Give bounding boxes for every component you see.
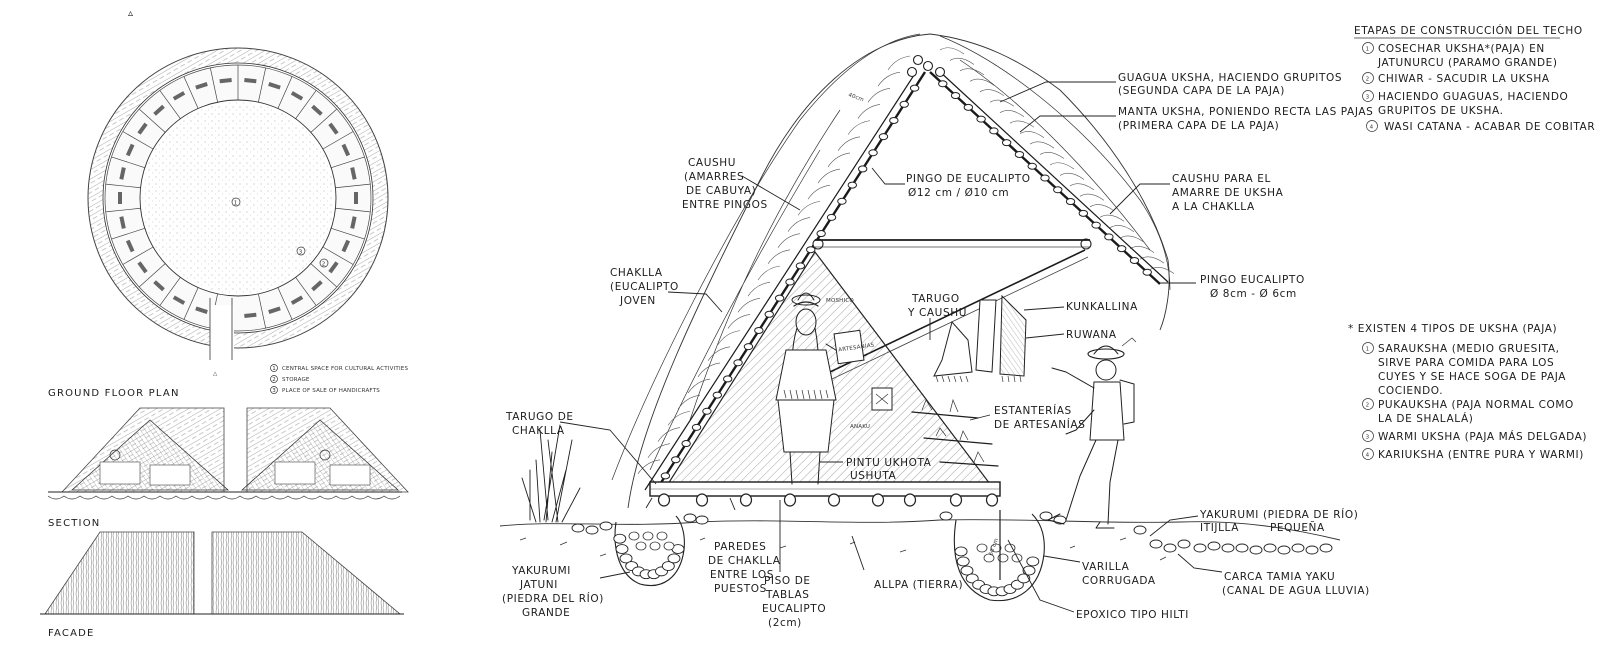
label-yakurumi-jatuni: YAKURUMI JATUNI (PIEDRA DEL RÍO) GRANDE [502, 565, 608, 619]
label-chaklla: CHAKLLA (EUCALIPTO JOVEN [610, 267, 683, 307]
label-anaku: ANAKU [850, 424, 870, 430]
etapa-1: COSECHAR UKSHA*(PAJA) EN JATUNURCU (PARA… [1377, 43, 1558, 69]
label-tarugo-caushu: TARUGO Y CAUSHU [907, 293, 967, 319]
small-section: SECTION [47, 407, 409, 529]
north-arrow-icon: ▵ [128, 8, 134, 19]
etapas-title: ETAPAS DE CONSTRUCCIÓN DEL TECHO [1354, 24, 1583, 37]
svg-text:2: 2 [1366, 403, 1370, 409]
etapa-4: WASI CATANA - ACABAR DE COBITAR [1384, 121, 1595, 133]
svg-text:1: 1 [1366, 347, 1370, 353]
etapa-3: HACIENDO GUAGUAS, HACIENDO GRUPITOS DE U… [1378, 91, 1572, 117]
tipo-4: KARIUKSHA (ENTRE PURA Y WARMI) [1378, 449, 1584, 461]
woman-figure [775, 292, 853, 485]
thatch-strands [637, 47, 1175, 475]
ground-floor-plan: ▵ 1 2 3 1 CENTRAL SPACE FOR CULTURAL ACT… [48, 7, 408, 399]
main-section-drawing: 60 cm ARTESANÍAS [499, 33, 1377, 629]
svg-text:1: 1 [1366, 47, 1370, 53]
tipo-2: PUKAUKSHA (PAJA NORMAL COMO LA DE SHALAL… [1378, 399, 1578, 425]
label-tarugo-chaklla: TARUGO DE CHAKLLA [505, 411, 578, 437]
tipo-1: SARAUKSHA (MEDIO GRUESITA, SIRVE PARA CO… [1378, 343, 1570, 397]
label-piso: PISO DE TABLAS EUCALIPTO (2cm) [762, 575, 830, 629]
label-ruwana: RUWANA [1066, 329, 1117, 341]
dim-40cm: 40cm [847, 92, 864, 103]
caushu-ties [660, 54, 1152, 480]
label-epoxico: EPOXICO TIPO HILTI [1076, 609, 1189, 621]
man-figure [1047, 337, 1137, 529]
plan-legend: 1 CENTRAL SPACE FOR CULTURAL ACTIVITIES … [270, 364, 408, 394]
svg-text:3: 3 [1366, 95, 1370, 101]
label-estanterias: ESTANTERÍAS DE ARTESANÍAS [994, 404, 1085, 431]
label-moshico: MOSHICO [826, 298, 854, 304]
label-manta-uksha: MANTA UKSHA, PONIENDO RECTA LAS PAJAS (P… [1118, 106, 1377, 132]
label-allpa: ALLPA (TIERRA) [874, 579, 963, 591]
legend-item-3: PLACE OF SALE OF HANDICRAFTS [282, 388, 380, 394]
plan-title: GROUND FLOOR PLAN [48, 388, 180, 399]
section-title: SECTION [48, 518, 100, 529]
svg-text:4: 4 [1370, 125, 1374, 131]
label-pingo-8: PINGO EUCALIPTO Ø 8cm - Ø 6cm [1200, 274, 1309, 300]
legend-item-1: CENTRAL SPACE FOR CULTURAL ACTIVITIES [282, 366, 408, 372]
label-pintu-ukhota: PINTU UKHOTA USHUTA [846, 457, 935, 482]
tipos-title: * EXISTEN 4 TIPOS DE UKSHA (PAJA) [1348, 323, 1557, 335]
pebble-border [571, 511, 1333, 555]
dim-60cm: 60 cm [988, 538, 1000, 557]
facade-title: FACADE [48, 628, 95, 639]
label-paredes: PAREDES DE CHAKLLA ENTRE LOS PUESTOS [708, 541, 784, 595]
stone-foundation-right: 60 cm [953, 510, 1045, 602]
plan-marker-2: 2 [322, 261, 326, 267]
label-kunkallina: KUNKALLINA [1066, 301, 1138, 313]
svg-text:4: 4 [1366, 453, 1370, 459]
stall-ring [105, 65, 371, 329]
label-caushu: CAUSHU (AMARRES DE CABUYA) ENTRE PINGOS [682, 157, 768, 211]
grass-tuft [521, 424, 581, 523]
hanging-garments [933, 294, 1027, 383]
notes-tipos: * EXISTEN 4 TIPOS DE UKSHA (PAJA) 1 SARA… [1348, 323, 1587, 461]
label-yakurumi-itijlla: YAKURUMI (PIEDRA DE RÍO) ITIJLLA PEQUEÑA [1199, 508, 1362, 534]
svg-text:2: 2 [272, 377, 276, 383]
tipo-3: WARMI UKSHA (PAJA MÁS DELGADA) [1378, 430, 1587, 443]
floor-joists [657, 493, 999, 507]
arrow-marker-icon: △ [213, 371, 218, 377]
plan-marker-1: 1 [234, 200, 238, 206]
stone-foundation-left [613, 515, 685, 586]
svg-text:3: 3 [1366, 435, 1370, 441]
label-caushu-para: CAUSHU PARA EL AMARRE DE UKSHA A LA CHAK… [1172, 173, 1287, 213]
notes-etapas: ETAPAS DE CONSTRUCCIÓN DEL TECHO 1 COSEC… [1354, 24, 1595, 133]
svg-text:3: 3 [272, 388, 276, 394]
small-facade: FACADE [40, 531, 404, 639]
svg-text:1: 1 [272, 366, 276, 372]
craft-shelves [911, 398, 999, 467]
label-carca-tamia: CARCA TAMIA YAKU (CANAL DE AGUA LLUVIA) [1222, 571, 1370, 597]
svg-text:2: 2 [1366, 77, 1370, 83]
label-pingo-12: PINGO DE EUCALIPTO Ø12 cm / Ø10 cm [906, 173, 1035, 199]
etapa-2: CHIWAR - SACUDIR LA UKSHA [1378, 73, 1550, 85]
label-guagua-uksha: GUAGUA UKSHA, HACIENDO GRUPITOS (SEGUNDA… [1118, 72, 1346, 97]
label-varilla: VARILLA CORRUGADA [1082, 561, 1156, 587]
plan-marker-3: 3 [299, 249, 303, 255]
legend-item-2: STORAGE [282, 377, 310, 383]
